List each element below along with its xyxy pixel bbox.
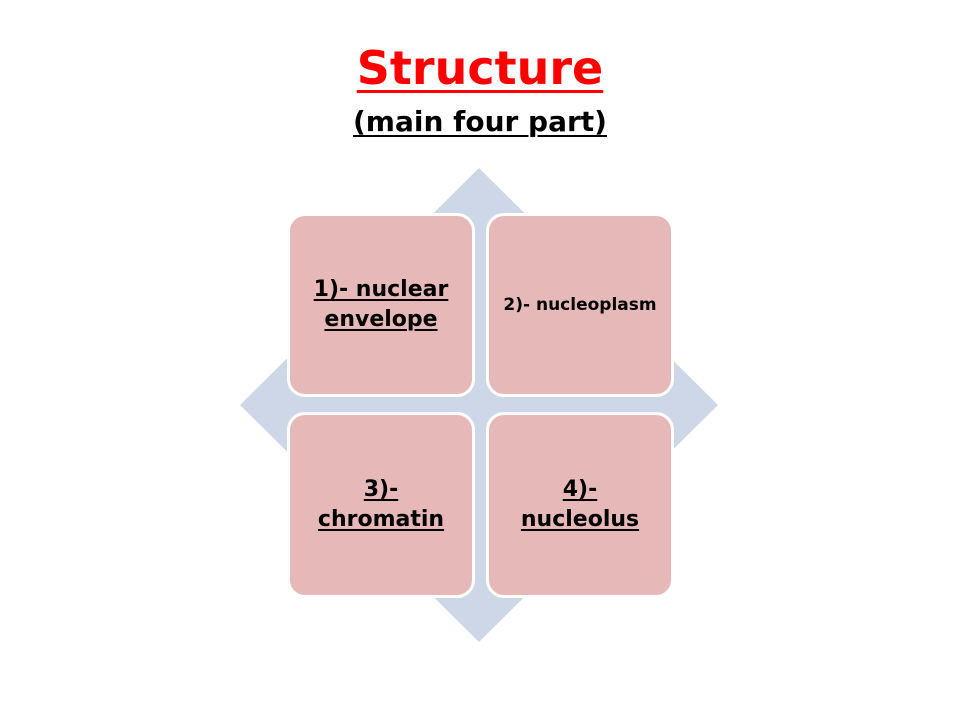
part-box-nuclear-envelope: 1)- nuclear envelope xyxy=(287,213,475,397)
slide-subtitle: (main four part) xyxy=(353,105,607,138)
part-box-chromatin: 3)- chromatin xyxy=(287,412,475,598)
part-label-nuclear-envelope: 1)- nuclear envelope xyxy=(313,277,449,332)
part-label-nucleoplasm: 2)- nucleoplasm xyxy=(503,294,657,315)
slide-title: Structure xyxy=(356,41,604,95)
part-box-nucleoplasm: 2)- nucleoplasm xyxy=(486,213,674,397)
part-box-nucleolus: 4)- nucleolus xyxy=(486,412,674,598)
part-label-nucleolus: 4)- nucleolus xyxy=(520,477,640,532)
part-label-chromatin: 3)- chromatin xyxy=(317,477,445,532)
